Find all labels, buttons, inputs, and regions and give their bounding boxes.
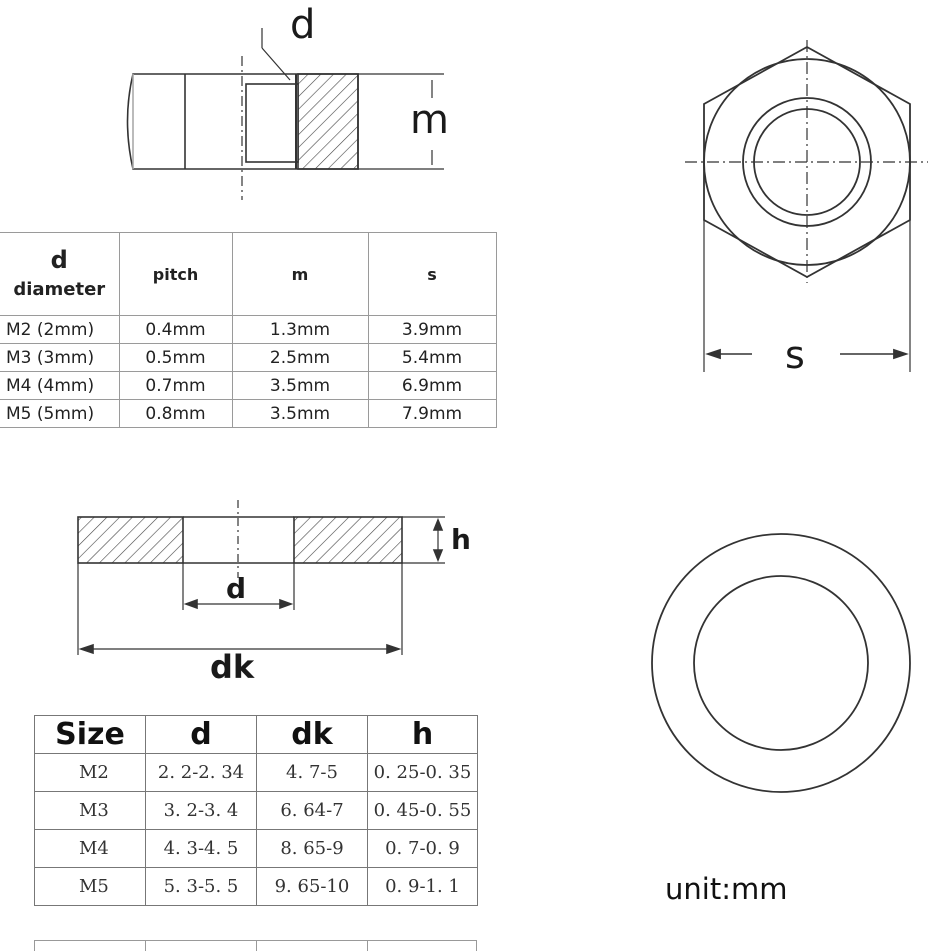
nut-label-m: m [410,97,449,143]
table-row: M5 5. 3-5. 5 9. 65-10 0. 9-1. 1 [34,867,478,906]
table-row: M3 3. 2-3. 4 6. 64-7 0. 45-0. 55 [34,791,478,830]
cell-s: 6.9mm [367,371,497,400]
cell-m: 1.3mm [231,315,369,344]
washer-dimension-table: Size d dk h M2 2. 2-2. 34 4. 7-5 0. 25-0… [34,715,478,906]
header-d: d [145,715,257,754]
cell-m: 3.5mm [231,371,369,400]
cell-dk: 4. 7-5 [256,753,368,792]
nut-label-s: s [785,333,805,377]
cell-pitch: 0.4mm [118,315,233,344]
table-row: M3 (3mm) 0.5mm 2.5mm 5.4mm [0,343,497,372]
table-row: M4 (4mm) 0.7mm 3.5mm 6.9mm [0,371,497,400]
washer-label-d: d [226,572,246,605]
table-row: M4 4. 3-4. 5 8. 65-9 0. 7-0. 9 [34,829,478,868]
cell-h: 0. 45-0. 55 [367,791,478,830]
unit-note: unit:mm [665,872,788,906]
cell-h: 0. 7-0. 9 [367,829,478,868]
cell-s: 5.4mm [367,343,497,372]
header-diameter: diameter [13,279,106,301]
cell-pitch: 0.8mm [118,399,233,428]
cell-dk: 6. 64-7 [256,791,368,830]
cell-size: M2 [34,753,146,792]
table-continuation-edge [34,940,477,951]
cell-d: 3. 2-3. 4 [145,791,257,830]
header-d: d [50,245,68,274]
header-pitch: pitch [118,232,233,316]
cell-d: 5. 3-5. 5 [145,867,257,906]
header-s: s [367,232,497,316]
cell-pitch: 0.7mm [118,371,233,400]
cell-d: M2 (2mm) [0,315,120,344]
cell-d: M3 (3mm) [0,343,120,372]
table-row: M5 (5mm) 0.8mm 3.5mm 7.9mm [0,399,497,428]
cell-size: M5 [34,867,146,906]
cell-h: 0. 25-0. 35 [367,753,478,792]
cell-pitch: 0.5mm [118,343,233,372]
cell-size: M3 [34,791,146,830]
table-header-row: Size d dk h [34,715,478,754]
washer-top-view [651,533,911,793]
cell-m: 3.5mm [231,399,369,428]
cell-d: M5 (5mm) [0,399,120,428]
nut-side-view [126,28,444,200]
header-m: m [231,232,369,316]
cell-d: 2. 2-2. 34 [145,753,257,792]
nut-top-view [685,40,928,372]
nut-dimension-table: d diameter pitch m s M2 (2mm) 0.4mm 1.3m… [0,232,497,428]
washer-label-h: h [451,523,471,556]
cell-h: 0. 9-1. 1 [367,867,478,906]
cell-dk: 9. 65-10 [256,867,368,906]
cell-d: 4. 3-4. 5 [145,829,257,868]
table-row: M2 (2mm) 0.4mm 1.3mm 3.9mm [0,315,497,344]
cell-size: M4 [34,829,146,868]
nut-label-d: d [290,2,315,48]
washer-label-dk: dk [210,648,255,686]
table-header-row: d diameter pitch m s [0,232,497,316]
header-d-cell: d diameter [0,232,120,316]
washer-side-view [77,500,445,655]
header-size: Size [34,715,146,754]
header-dk: dk [256,715,368,754]
table-row: M2 2. 2-2. 34 4. 7-5 0. 25-0. 35 [34,753,478,792]
header-h: h [367,715,478,754]
cell-m: 2.5mm [231,343,369,372]
cell-dk: 8. 65-9 [256,829,368,868]
cell-s: 3.9mm [367,315,497,344]
cell-d: M4 (4mm) [0,371,120,400]
cell-s: 7.9mm [367,399,497,428]
